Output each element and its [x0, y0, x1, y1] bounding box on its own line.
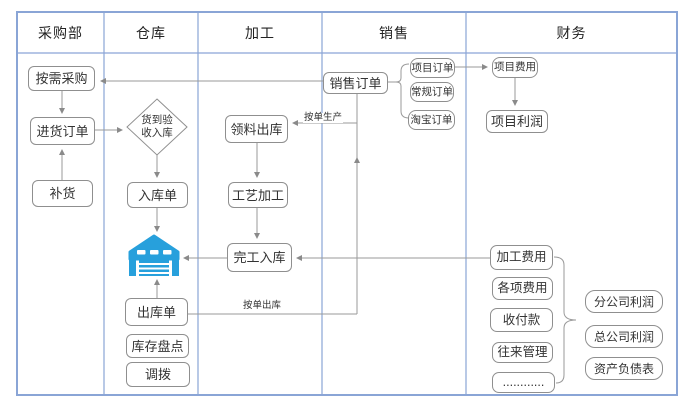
node-replenish: 补货: [32, 180, 93, 207]
edge-label-ship-to-order: 按单出库: [242, 300, 283, 311]
node-sales-order: 销售订单: [323, 72, 388, 94]
lane-header-sales: 销售: [379, 24, 409, 41]
warehouse-icon: [128, 234, 180, 276]
node-regular-order: 常规订单: [410, 82, 454, 102]
receive-inspect-line2: 收入库: [141, 127, 173, 139]
lane-header-finance: 财务: [556, 24, 587, 41]
node-more: ............: [492, 372, 555, 393]
node-inbound-note: 入库单: [127, 182, 188, 208]
node-processing-cost: 加工费用: [490, 245, 553, 270]
node-finish-inbound: 完工入库: [227, 243, 292, 272]
lane-header-warehouse: 仓库: [136, 24, 166, 41]
node-misc-cost: 各项费用: [492, 277, 553, 300]
node-receive-inspect: 货到验 收入库: [127, 105, 187, 149]
node-material-issue: 领料出库: [225, 115, 288, 143]
decision-diamond: [126, 98, 188, 156]
node-craft-process: 工艺加工: [228, 182, 288, 208]
swimlane-frame: [16, 11, 678, 396]
node-payment: 收付款: [490, 308, 553, 332]
finance-brace: [553, 256, 577, 384]
node-transfer: 调拨: [126, 362, 190, 387]
edge-label-produce-to-order: 按单生产: [303, 112, 344, 123]
sales-order-brace: [388, 63, 410, 119]
node-taobao-order: 淘宝订单: [408, 110, 455, 130]
node-project-cost: 项目费用: [492, 57, 538, 78]
node-project-profit: 项目利润: [486, 110, 548, 133]
node-stocktake: 库存盘点: [126, 334, 189, 358]
node-purchase-order: 进货订单: [30, 117, 95, 145]
node-counterparty: 往来管理: [492, 342, 553, 363]
receive-inspect-line1: 货到验: [141, 114, 173, 127]
node-branch-profit: 分公司利润: [585, 290, 663, 313]
flow-arrows: [59, 64, 518, 315]
node-project-order: 项目订单: [410, 58, 455, 78]
lane-header-purchasing: 采购部: [38, 24, 83, 41]
node-outbound-note: 出库单: [125, 298, 188, 326]
node-balance-sheet: 资产负债表: [585, 357, 663, 380]
lane-header-processing: 加工: [245, 24, 275, 41]
node-hq-profit: 总公司利润: [585, 325, 663, 348]
node-purchase-on-demand: 按需采购: [28, 66, 95, 91]
